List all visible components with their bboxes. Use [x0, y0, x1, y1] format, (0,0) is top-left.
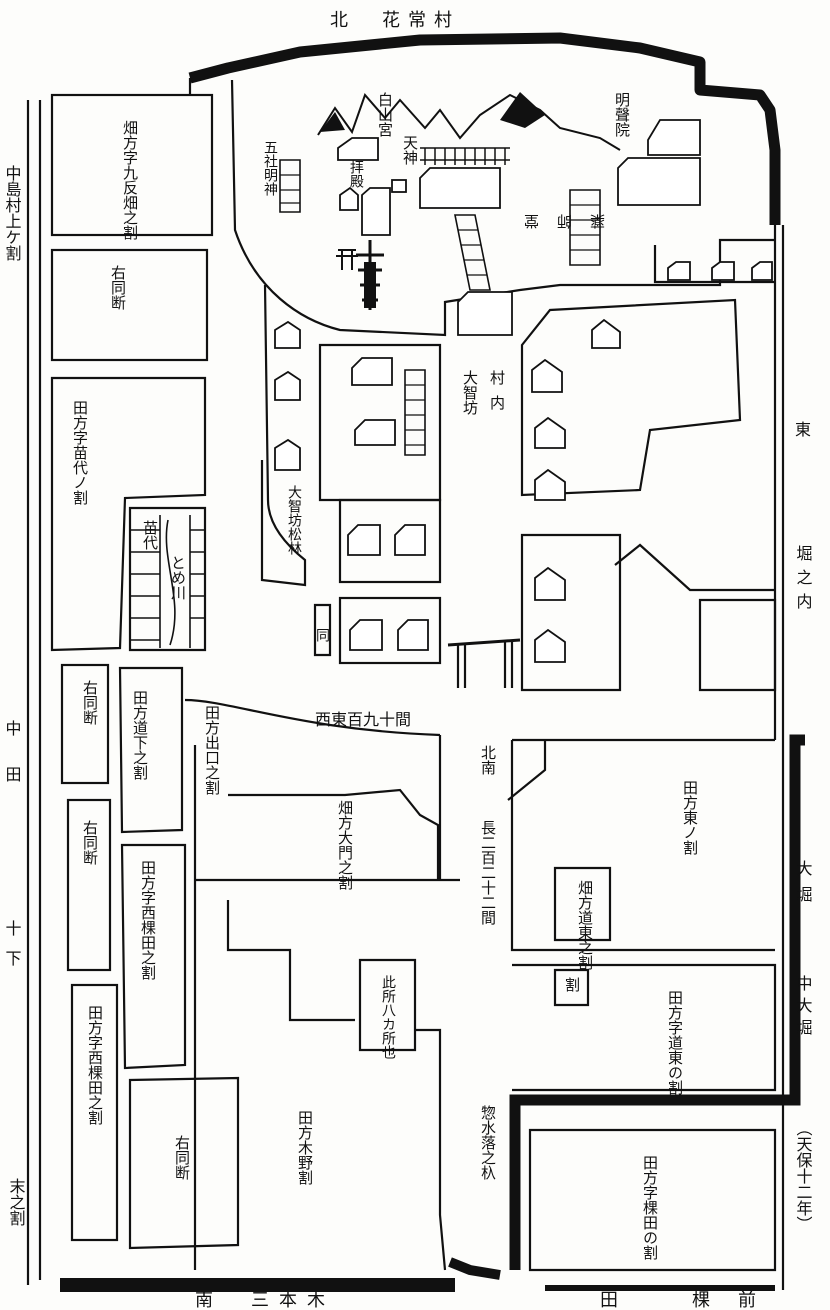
michihigashi-label: 畑方道東之割	[576, 880, 594, 971]
road-ew-label: 西東百九十間	[315, 710, 411, 729]
village-gate	[447, 638, 521, 688]
dou-label: 同	[314, 628, 330, 643]
kono-tokoro-label: 此所八カ所也	[380, 975, 396, 1059]
wari-label: 割	[565, 976, 580, 994]
michihigashi-den-label: 田方字道東の割	[666, 990, 684, 1096]
akusui-label: 惣水落之杁	[479, 1105, 497, 1180]
gosha-myojin-label: 五社明神	[262, 140, 278, 196]
east-upper-label: 東	[795, 420, 811, 439]
yakushi-do-label: 薬師堂	[506, 212, 605, 230]
south-label: 南 三本木	[195, 1290, 335, 1310]
shrine-compound	[230, 79, 775, 456]
north-label: 北 花常村	[330, 10, 460, 31]
kino-label: 田方木野割	[296, 1110, 314, 1186]
field-dodan-2: 右同断	[81, 680, 99, 725]
michishita-label: 田方道下之割	[131, 690, 149, 781]
west-low-label: 十下	[3, 920, 22, 980]
west-bottom-label: 末之割	[7, 1178, 26, 1227]
field-dodan-4: 右同断	[173, 1135, 191, 1180]
hakusan-gu-label: 白山宮	[376, 92, 394, 137]
sonnai-label: 村内	[488, 370, 506, 420]
village-blocks	[260, 284, 777, 692]
nawashiro-label: 苗代	[141, 520, 159, 551]
moat-boundary	[26, 32, 805, 1292]
west-upper-label: 中島村上ケ割	[3, 165, 22, 262]
deguchi-label: 田方出口之割	[203, 705, 221, 796]
south-fields	[184, 698, 777, 1272]
kuwarabata-label: 畑方字九反畑之割	[121, 120, 139, 241]
shrine-buildings	[337, 119, 773, 336]
omon-label: 畑方大門之割	[336, 800, 354, 891]
tenjin-label: 天神	[401, 135, 419, 165]
myoon-in-label: 明聲院	[613, 92, 631, 138]
east-nakaohori-label: 中大堀	[794, 975, 813, 1041]
village-houses	[274, 318, 621, 663]
kuwada-label: 田方字棵田の割	[641, 1155, 659, 1261]
daichibo-label: 大智坊	[461, 370, 479, 416]
nishi-kuwada-label: 田方字西棵田之割	[139, 860, 157, 981]
field-dodan-1: 右同断	[109, 265, 127, 310]
nawashiro-area	[128, 506, 207, 652]
road-ns-label: 長二百二十二間	[479, 820, 497, 926]
daichibo-matsubayashi-label: 大智坊松林	[286, 485, 302, 555]
higashi-no-wari-label: 田方東ノ割	[681, 780, 699, 856]
pagoda	[356, 240, 384, 310]
haiden-label: 拝殿	[348, 160, 364, 188]
east-ohori-label: 大堀	[794, 860, 813, 912]
west-plots	[50, 93, 240, 1250]
road-ns-head-label: 北南	[479, 745, 497, 775]
field-dodan-3: 右同断	[81, 820, 99, 865]
nishi-kuwada2-label: 田方字西棵田之割	[86, 1005, 104, 1126]
east-date-label: （天保十二年）	[794, 1120, 813, 1232]
nawashiro-no-wari-label: 田方字苗代ノ割	[71, 400, 89, 506]
tome-kawa-label: とめ川	[169, 555, 187, 600]
west-mid-label: 中田	[3, 720, 22, 812]
east-horinouchi-label: 堀之内	[794, 545, 813, 617]
south-east-label: 田 棵前	[600, 1290, 784, 1310]
